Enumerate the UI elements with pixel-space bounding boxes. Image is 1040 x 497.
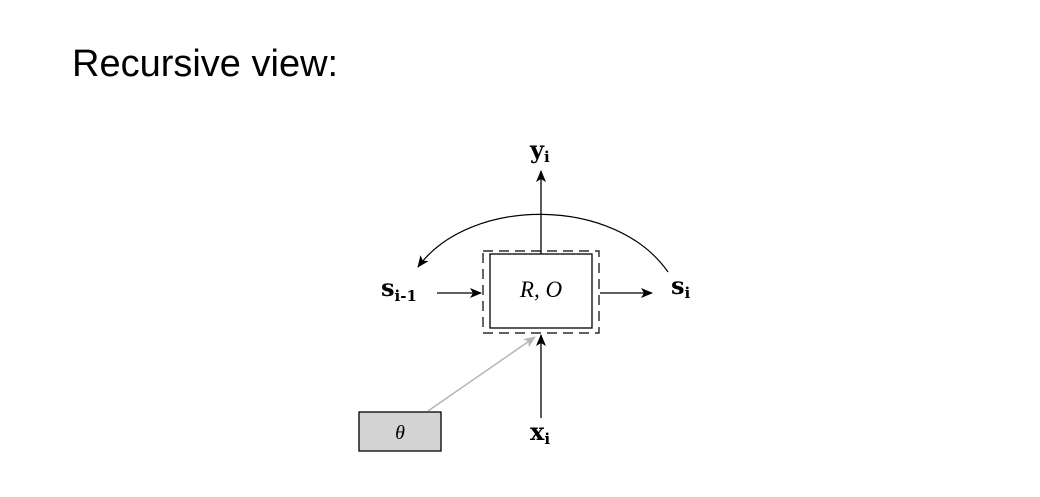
output-label-sub: i <box>544 148 550 166</box>
input-label-sub: i <box>544 430 550 448</box>
state-prev-label-sub: i-1 <box>395 287 417 305</box>
recurrence-arc <box>417 213 669 273</box>
params-box <box>358 411 442 452</box>
slide-title: Recursive view: <box>72 43 339 85</box>
output-label: yi <box>529 135 550 166</box>
state-next-label: si <box>671 271 691 302</box>
cell-label: R, O <box>519 277 563 302</box>
params-arrow <box>427 336 536 412</box>
output-label-main: y <box>529 135 545 164</box>
input-label-main: x <box>530 417 545 446</box>
state-prev-label-main: s <box>381 273 395 302</box>
cell-outer-dashed-box <box>482 250 600 334</box>
state-next-label-sub: i <box>685 284 691 302</box>
state-next-label-main: s <box>671 271 685 300</box>
state-prev-label: si-1 <box>381 273 417 305</box>
params-label: θ <box>395 422 405 444</box>
cell-box <box>489 253 593 329</box>
input-label: xi <box>530 417 550 448</box>
